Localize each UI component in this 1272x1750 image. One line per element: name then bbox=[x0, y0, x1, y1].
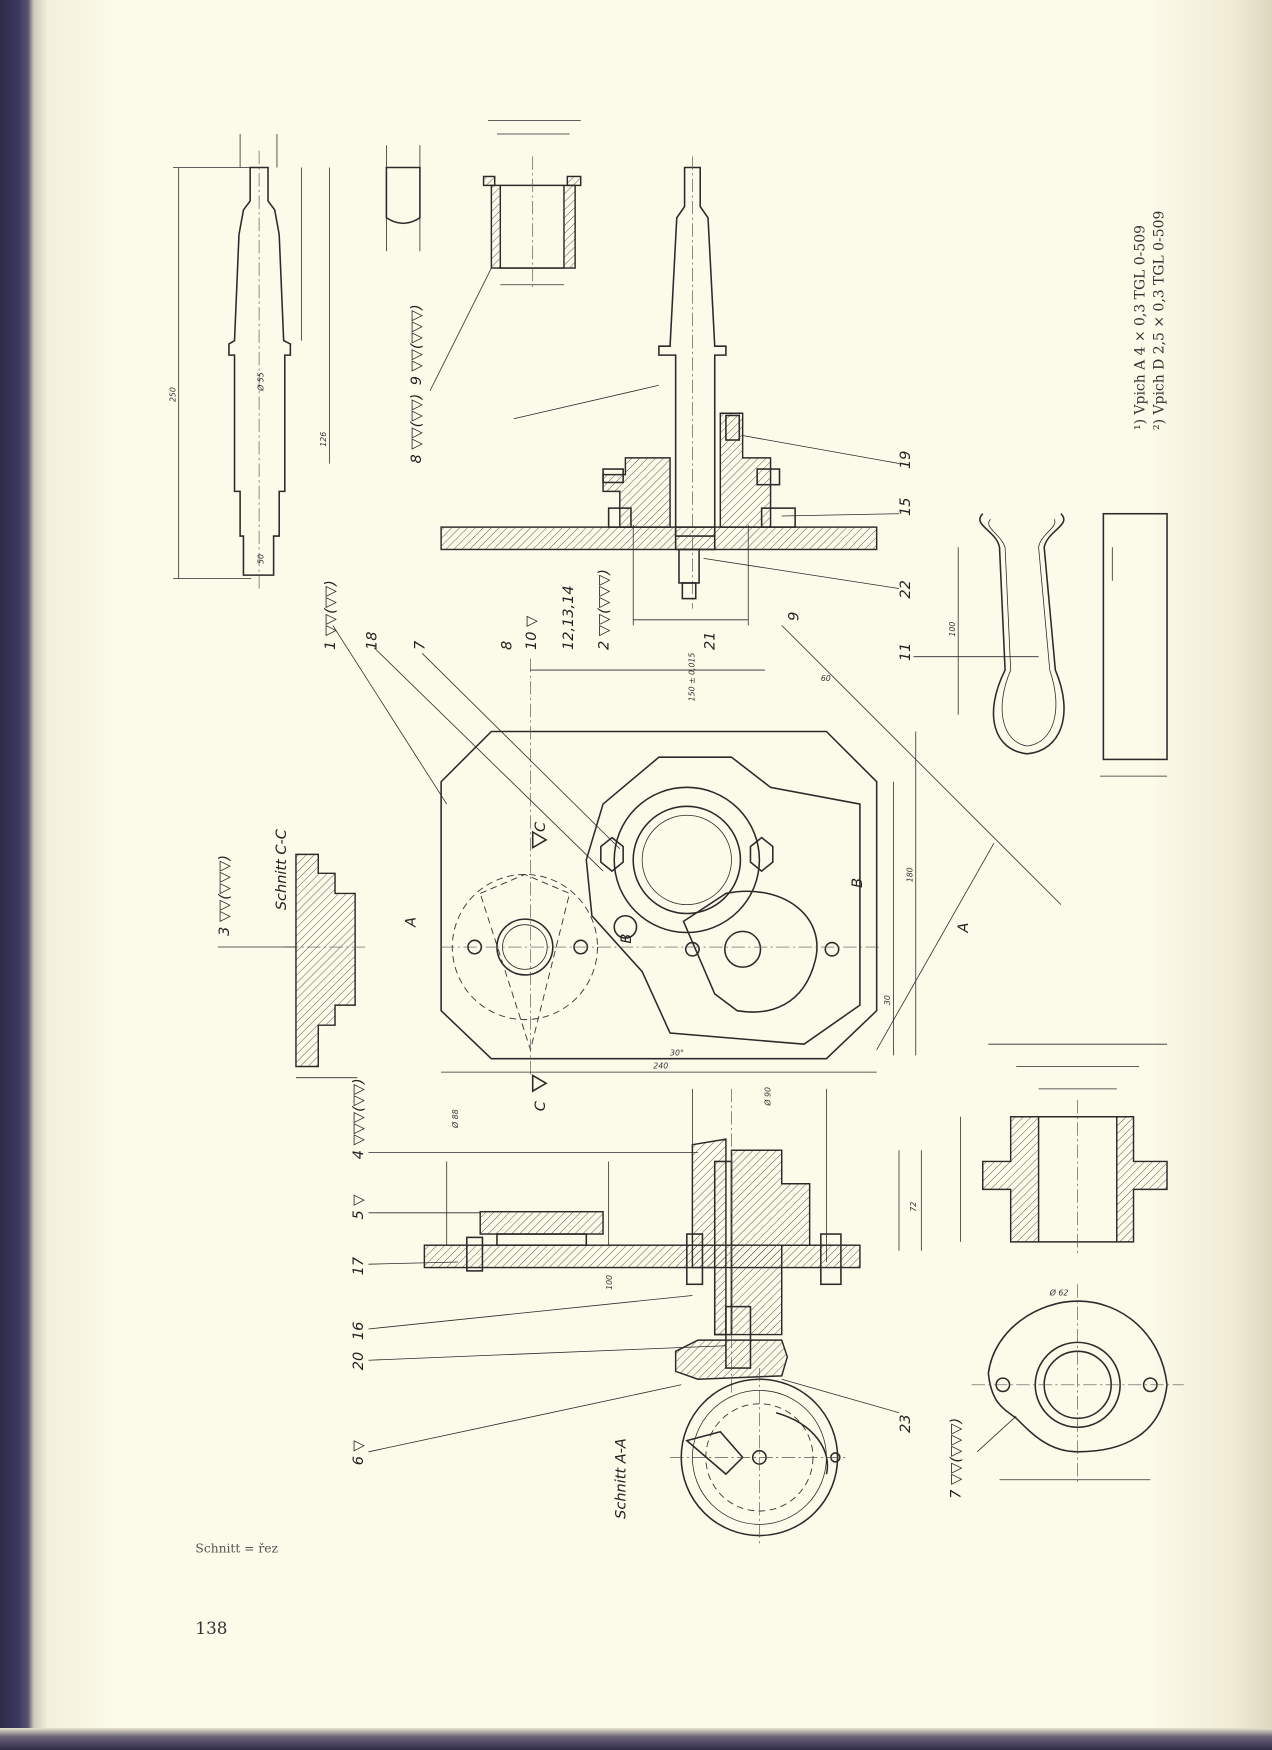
part-label-4: 4 ▽▽▽(▽▽) bbox=[351, 1078, 367, 1159]
dimension-50: 50 bbox=[257, 554, 266, 564]
footnotes: ¹) Vpich A 4 × 0,3 TGL 0-509 ²) Vpich D … bbox=[1133, 211, 1168, 430]
part-label-6: 6 ▽ bbox=[351, 1439, 367, 1465]
section-title-c-c: Schnitt C-C bbox=[274, 828, 290, 910]
part-label-2: 2 ▽▽(▽▽▽) bbox=[597, 569, 613, 650]
part-labels: 9 ▽▽(▽▽▽) 8 ▽▽(▽▽) 1 ▽▽(▽▽) 18 7 8 10 ▽ … bbox=[217, 304, 964, 1518]
section-mark-c-bottom: C bbox=[533, 1100, 549, 1111]
spring-clip-part: 100 bbox=[913, 513, 1065, 755]
part-label-18: 18 bbox=[364, 632, 380, 650]
part-label-8: 8 bbox=[499, 641, 515, 650]
section-c-c bbox=[217, 853, 369, 1079]
clip-side-view bbox=[1100, 512, 1168, 777]
dimension-55: Ø 55 bbox=[257, 372, 266, 392]
part-label-9-top: 9 ▽▽(▽▽▽) bbox=[409, 304, 425, 385]
dimension-60: 60 bbox=[821, 674, 831, 683]
bushing-part bbox=[482, 120, 582, 291]
section-mark-a-left: A bbox=[403, 917, 419, 928]
dimension-72: 72 bbox=[909, 1202, 918, 1212]
part-label-7: 7 bbox=[412, 640, 428, 650]
tool-tip-part bbox=[385, 145, 421, 252]
page-number: 138 bbox=[195, 1618, 227, 1638]
part-label-22: 22 bbox=[898, 580, 914, 598]
section-a-a bbox=[670, 1368, 849, 1547]
dimension-250: 250 bbox=[168, 387, 177, 402]
dimension-88: Ø 88 bbox=[451, 1109, 460, 1129]
part-label-12-13-14: 12,13,14 bbox=[561, 585, 577, 650]
part-label-5: 5 ▽ bbox=[351, 1194, 367, 1220]
footnote-1: ¹) Vpich A 4 × 0,3 TGL 0-509 bbox=[1133, 225, 1149, 430]
spindle-part: 250 126 Ø 55 50 bbox=[168, 134, 330, 592]
part-label-23: 23 bbox=[898, 1414, 914, 1432]
part-label-3: 3 ▽▽(▽▽▽) bbox=[217, 855, 233, 936]
top-assembly bbox=[429, 156, 900, 626]
part-label-19: 19 bbox=[898, 451, 914, 469]
section-title-a-a: Schnitt A-A bbox=[613, 1438, 629, 1519]
section-mark-b-left: B bbox=[619, 934, 635, 944]
right-bushing-part bbox=[960, 1043, 1168, 1257]
part-label-10: 10 ▽ bbox=[524, 615, 540, 650]
footnote-2: ²) Vpich D 2,5 × 0,3 TGL 0-509 bbox=[1152, 211, 1168, 430]
dimension-90: Ø 90 bbox=[764, 1087, 773, 1107]
part-label-21: 21 bbox=[703, 632, 719, 650]
part-label-1: 1 ▽▽(▽▽) bbox=[323, 580, 339, 650]
main-plate-plan: 240 180 30 150 ± 0,015 60 30° C C A A B … bbox=[332, 625, 1062, 1111]
dimension-100: 100 bbox=[605, 1275, 614, 1290]
part-label-15: 15 bbox=[898, 498, 914, 516]
section-mark-c-top: C bbox=[533, 821, 549, 832]
part-label-16: 16 bbox=[351, 1322, 367, 1340]
dimension-30: 30 bbox=[883, 995, 892, 1005]
bottom-assembly: Ø 88 Ø 90 72 100 bbox=[368, 1087, 922, 1453]
dimension-100-clip: 100 bbox=[948, 622, 957, 637]
book-bottom-edge bbox=[0, 1728, 1272, 1750]
dimension-126: 126 bbox=[319, 432, 328, 447]
dimension-150: 150 ± 0,015 bbox=[688, 653, 697, 702]
section-mark-b-right: B bbox=[850, 878, 866, 888]
part-label-17: 17 bbox=[351, 1256, 367, 1275]
section-mark-a-right: A bbox=[956, 923, 972, 934]
flange-part: Ø 62 bbox=[971, 1284, 1184, 1486]
part-label-9: 9 bbox=[786, 612, 802, 621]
part-label-11: 11 bbox=[898, 643, 914, 661]
dimension-62: Ø 62 bbox=[1049, 1288, 1069, 1297]
part-label-7-bottom: 7 ▽▽(▽▽▽) bbox=[948, 1418, 964, 1499]
legend-note: Schnitt = řez bbox=[195, 1541, 278, 1555]
part-label-8-top: 8 ▽▽(▽▽) bbox=[409, 394, 425, 464]
dimension-30deg: 30° bbox=[670, 1048, 684, 1057]
part-label-20: 20 bbox=[351, 1352, 367, 1370]
dimension-180: 180 bbox=[905, 867, 914, 882]
dimension-240: 240 bbox=[653, 1062, 668, 1071]
